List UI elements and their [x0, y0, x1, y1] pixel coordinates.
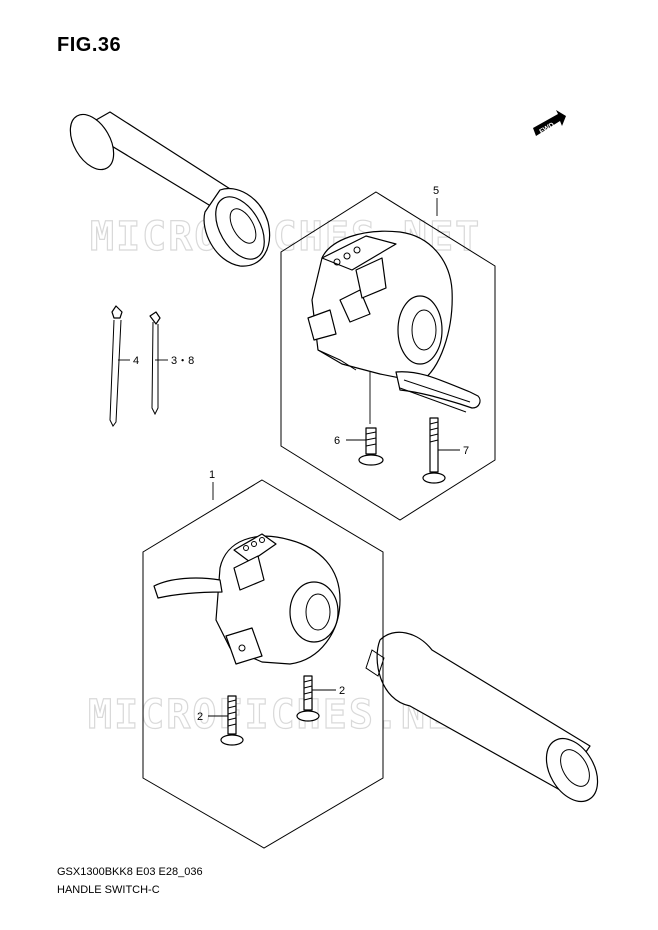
cable-tie-4 [109, 305, 123, 427]
figure-title: FIG.36 [57, 34, 122, 56]
screw-6 [358, 427, 384, 466]
part-name: HANDLE SWITCH-C [57, 884, 160, 896]
callout-4: 4 [133, 355, 139, 367]
left-handle-switch [307, 230, 481, 413]
switch-assembly-frame-1 [142, 479, 384, 849]
left-handle-grip [69, 111, 271, 267]
callout-1: 1 [209, 469, 215, 481]
callout-3-8: 3・8 [171, 355, 194, 367]
callout-2-right: 2 [339, 685, 345, 697]
fwd-arrow-icon: FWD [533, 110, 566, 136]
cable-tie-3-8 [149, 311, 161, 416]
right-handle-switch [153, 533, 341, 665]
screw-2-right [296, 675, 320, 722]
screw-2-left [220, 695, 244, 746]
switch-assembly-frame-5 [280, 191, 496, 521]
callout-6: 6 [334, 435, 340, 447]
screw-7 [422, 417, 446, 484]
callout-2-left: 2 [197, 711, 203, 723]
model-code: GSX1300BKK8 E03 E28_036 [57, 866, 203, 878]
callout-7: 7 [463, 445, 469, 457]
callout-5: 5 [433, 185, 439, 197]
right-handle-grip [365, 631, 599, 803]
leader-lines [118, 198, 460, 717]
